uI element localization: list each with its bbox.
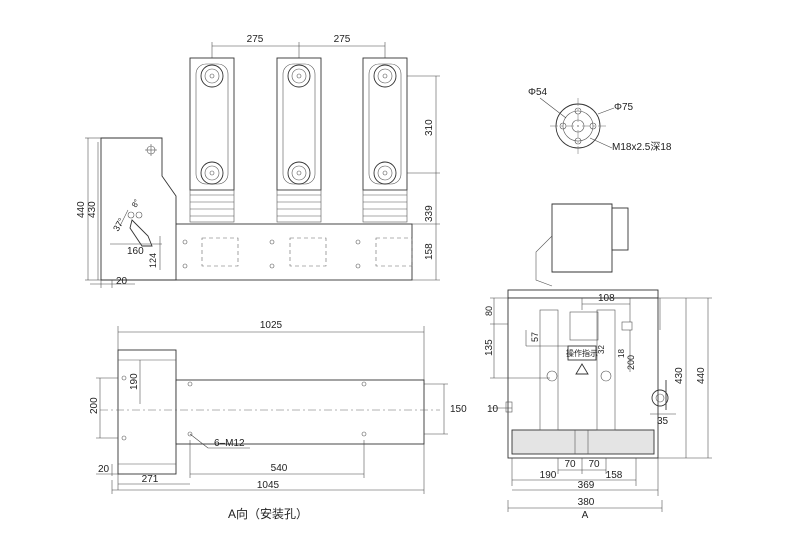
dim-124: 124	[148, 253, 158, 268]
front-view: 275 275	[76, 34, 440, 288]
dim-430-side: 430	[674, 367, 685, 384]
front-base-frame	[165, 223, 413, 281]
dim-phi75: Φ75	[614, 102, 634, 113]
indicator-panel	[567, 345, 597, 361]
angle-8: 8°	[130, 198, 142, 209]
dim-369: 369	[578, 480, 595, 491]
dim-275-left: 275	[247, 34, 264, 45]
dim-10: 10	[487, 404, 499, 415]
dim-200-side: 200	[626, 355, 636, 370]
dim-158-front: 158	[424, 243, 435, 260]
dim-440-side: 440	[696, 367, 707, 384]
dim-18: 18	[617, 349, 626, 358]
dim-190-bottom: 190	[129, 373, 140, 390]
view-caption: A向（安装孔）	[228, 506, 308, 521]
bottom-rail	[175, 379, 425, 445]
dim-430-front: 430	[87, 201, 98, 218]
bottom-view: 1025 6–M12 190 200 150	[89, 320, 467, 521]
dim-1025: 1025	[260, 320, 283, 331]
dim-20-front: 20	[116, 276, 128, 287]
dim-20-bottom: 20	[98, 464, 110, 475]
dim-70-right: 70	[588, 459, 600, 470]
dim-190-side: 190	[540, 470, 557, 481]
dim-80: 80	[484, 306, 494, 316]
dim-200-bottom: 200	[89, 397, 100, 414]
dim-135: 135	[484, 339, 495, 356]
dim-339: 339	[424, 205, 435, 222]
dim-1045: 1045	[257, 480, 280, 491]
dim-57: 57	[530, 332, 540, 342]
view-a-mark: A	[582, 510, 589, 521]
dim-271: 271	[142, 474, 159, 485]
dim-150: 150	[450, 404, 467, 415]
dim-540: 540	[271, 463, 288, 474]
pole-right	[362, 57, 408, 223]
dim-phi54: Φ54	[528, 87, 548, 98]
dim-160: 160	[127, 246, 144, 257]
thread-spec: M18x2.5深18	[612, 141, 672, 153]
pole-middle	[276, 57, 322, 223]
front-side-plate	[100, 137, 177, 281]
dim-440-front: 440	[76, 201, 87, 218]
dim-35: 35	[657, 416, 669, 427]
dim-32: 32	[597, 345, 606, 354]
side-view: 操作指示 10 80 135 108 57 32 18 200	[484, 203, 712, 521]
pole-left	[189, 57, 235, 223]
hole-label: 6–M12	[214, 438, 245, 449]
dim-380: 380	[578, 497, 595, 508]
dim-275-right: 275	[334, 34, 351, 45]
bottom-left-block	[117, 349, 177, 475]
dim-158-side: 158	[606, 470, 623, 481]
dim-108: 108	[598, 293, 615, 304]
panel-label: 操作指示	[566, 348, 598, 358]
dim-310: 310	[424, 119, 435, 136]
terminal-detail: Φ54 Φ75 M18x2.5深18	[528, 87, 672, 154]
dim-70-left: 70	[564, 459, 576, 470]
